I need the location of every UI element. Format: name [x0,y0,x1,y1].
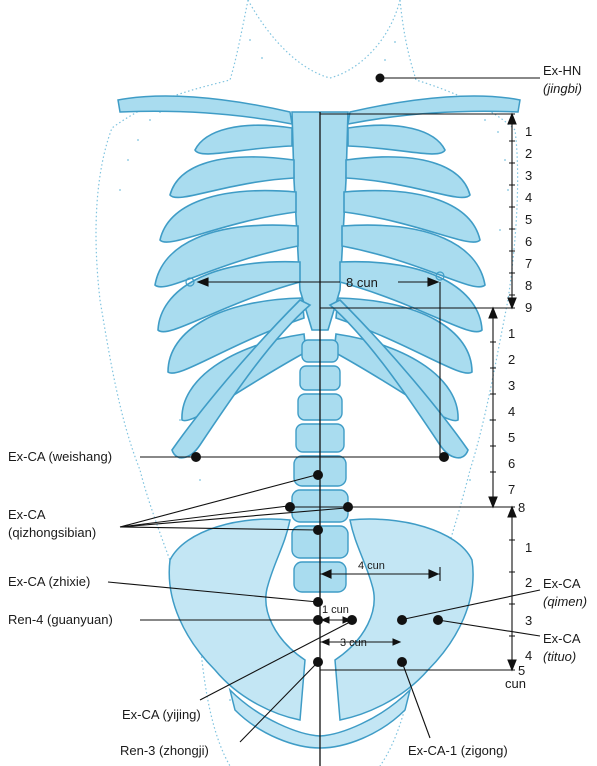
scale-lower-3: 3 [525,613,532,628]
point-yijing [347,615,357,625]
scale-middle-1: 1 [508,326,515,341]
point-guanyuan [313,615,323,625]
label-jingbi-name: (jingbi) [543,81,582,96]
scale-middle-2: 2 [508,352,515,367]
scale-upper-7: 7 [525,256,532,271]
label-guanyuan: Ren-4 (guanyuan) [8,612,113,627]
label-qizhong-name: (qizhongsibian) [8,525,96,540]
point-zigong [397,657,407,667]
point-qimen [397,615,407,625]
point-weishang-left [191,452,201,462]
point-zhongji [313,657,323,667]
scale-upper-2: 2 [525,146,532,161]
point-qizhong-right [343,502,353,512]
label-qimen-code: Ex-CA [543,576,581,591]
scale-middle-4: 4 [508,404,515,419]
label-weishang: Ex-CA (weishang) [8,449,112,464]
scale-middle-8: 8 [518,500,525,515]
label-qimen-name: (qimen) [543,594,587,609]
scale-middle-5: 5 [508,430,515,445]
label-cun-unit: cun [505,676,526,691]
label-tituo-name: (tituo) [543,649,576,664]
measure-1cun [320,617,350,623]
scale-middle-3: 3 [508,378,515,393]
label-1-cun: 1 cun [322,604,349,616]
label-3-cun: 3 cun [340,637,367,649]
scale-middle-6: 6 [508,456,515,471]
scale-middle-numbers: 1 2 3 4 5 6 7 8 [508,326,525,515]
scale-lower-4: 4 [525,648,532,663]
scale-upper-1: 1 [525,124,532,139]
point-qizhong-upper [313,470,323,480]
label-zigong: Ex-CA-1 (zigong) [408,743,508,758]
label-8-cun: 8 cun [346,275,378,290]
label-zhixie: Ex-CA (zhixie) [8,574,90,589]
point-jingbi [376,74,385,83]
scale-upper-3: 3 [525,168,532,183]
label-zhongji: Ren-3 (zhongji) [120,743,209,758]
point-qizhong-left [285,502,295,512]
label-qizhong-code: Ex-CA [8,507,46,522]
scale-upper-numbers: 1 2 3 4 5 6 7 8 9 [525,124,532,315]
scale-lower-1: 1 [525,540,532,555]
point-weishang-right [439,452,449,462]
label-4-cun: 4 cun [358,560,385,572]
label-tituo-code: Ex-CA [543,631,581,646]
scale-upper-9: 9 [525,300,532,315]
scale-middle-7: 7 [508,482,515,497]
scale-upper-5: 5 [525,212,532,227]
point-qizhong-lower [313,525,323,535]
point-tituo [433,615,443,625]
scale-upper-4: 4 [525,190,532,205]
scale-upper-6: 6 [525,234,532,249]
label-jingbi-code: Ex-HN [543,63,581,78]
scale-lower-numbers: 1 2 3 4 5 [518,540,532,678]
scale-lower-2: 2 [525,575,532,590]
scale-upper-8: 8 [525,278,532,293]
scale-lower-5: 5 [518,663,525,678]
label-yijing: Ex-CA (yijing) [122,707,201,722]
